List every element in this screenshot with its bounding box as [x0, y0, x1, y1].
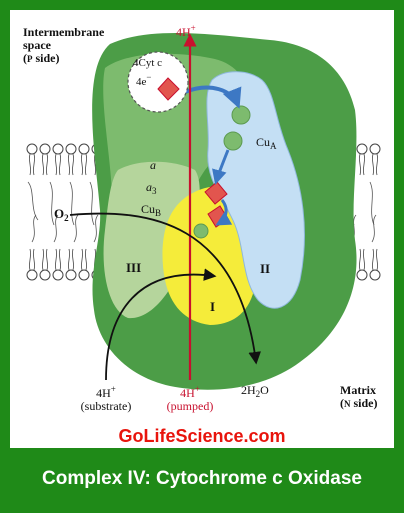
intermembrane-label: Intermembrane space (P side) — [23, 25, 105, 65]
figure-caption: Complex IV: Cytochrome c Oxidase — [42, 468, 362, 489]
top-protons-label: 4H+ — [176, 23, 196, 39]
subunit-ii-label: II — [260, 261, 271, 276]
cua-label: CuA — [256, 135, 277, 152]
electron-path-arrow-3 — [215, 199, 233, 226]
subunit-iii-label: III — [126, 260, 142, 275]
membrane-left — [26, 143, 103, 281]
subunit-ii-shape — [206, 71, 305, 309]
oxygen-label: O2 — [54, 206, 69, 223]
cua-center-2 — [223, 131, 243, 151]
diagram-panel: Intermembrane space (P side) 4H+ 4Cyt c … — [10, 10, 394, 448]
oxygen-to-water-arrow — [69, 212, 261, 365]
cub-label: CuB — [141, 202, 162, 219]
heme-a3-label: a3 — [146, 180, 157, 197]
cyt-c-circle — [127, 51, 189, 113]
water-label: 2H2O — [241, 383, 269, 400]
substrate-proton-arrow — [105, 268, 217, 381]
cyt-c-label: 4Cyt c — [133, 57, 163, 69]
cub-center — [193, 223, 209, 239]
electrons-label: 4e− — [136, 72, 152, 88]
site-brand: GoLifeScience.com — [118, 426, 286, 446]
heme-a-label: a — [150, 158, 156, 172]
subunit-i-label: I — [210, 299, 216, 314]
electron-path-arrow-1 — [184, 85, 242, 109]
electron-path-arrow-2 — [212, 149, 230, 185]
heme-a-icon — [204, 181, 228, 205]
cyt-c-heme-icon — [157, 77, 180, 101]
cua-center-1 — [231, 105, 251, 125]
pumped-label: 4H+ (pumped) — [166, 384, 214, 413]
matrix-label: Matrix (N side) — [340, 383, 378, 410]
complex-iv-diagram — [26, 32, 381, 390]
substrate-label: 4H+ (substrate) — [80, 384, 132, 413]
